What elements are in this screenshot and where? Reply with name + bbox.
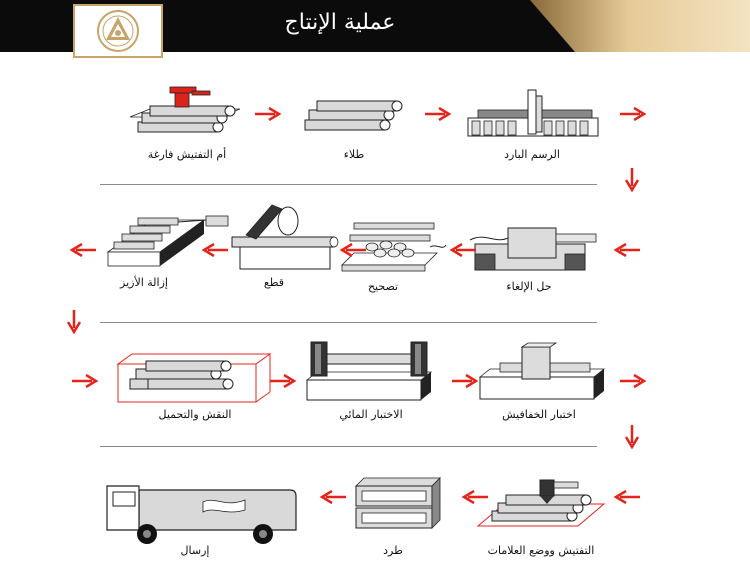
flow-arrow-right: [620, 107, 647, 121]
flow-arrow-left: [613, 243, 640, 257]
flow-arrow-right: [620, 374, 647, 388]
package-icon: [355, 477, 441, 529]
step-label-deburring: إزالة الأزيز: [120, 276, 168, 289]
hydro-test-icon: [305, 341, 433, 401]
cold-drawing-icon: [467, 89, 599, 137]
flow-arrow-down: [67, 310, 81, 335]
step-label-engraving-loading: النقش والتحميل: [158, 408, 232, 421]
deburring-icon: [106, 215, 229, 267]
row-divider: [100, 446, 597, 447]
company-logo: [73, 4, 163, 58]
row-divider: [100, 322, 597, 323]
step-label-annealing: حل الإلغاء: [506, 280, 552, 293]
step-label-package: طرد: [383, 544, 403, 557]
page-title: عملية الإنتاج: [284, 10, 396, 35]
step-label-eddy-current-test: اختبار الخفافيش: [502, 408, 576, 421]
flow-arrow-left: [449, 243, 476, 257]
header-gold-accent: [530, 0, 750, 52]
flow-arrow-left: [69, 243, 96, 257]
straightening-icon: [341, 222, 447, 272]
blank-inspection-icon: [129, 86, 241, 133]
cutting-icon: [231, 204, 339, 270]
annealing-icon: [469, 227, 597, 271]
flow-arrow-left: [339, 243, 366, 257]
step-label-inspection-marking: التفتيش ووضع العلامات: [487, 544, 595, 557]
step-label-cutting: قطع: [263, 276, 285, 289]
shipping-truck-icon: [106, 485, 297, 544]
coating-icon: [304, 100, 403, 131]
inspection-marking-icon: [476, 479, 606, 527]
step-label-hydro-test: الاختبار المائي: [339, 408, 403, 421]
step-label-straightening: تصحيح: [367, 280, 399, 293]
step-label-coating: طلاء: [343, 148, 365, 161]
flow-arrow-right: [270, 374, 297, 388]
flow-arrow-right: [452, 374, 479, 388]
engraving-loading-icon: [116, 353, 272, 403]
flow-arrow-left: [201, 243, 228, 257]
flow-arrow-left: [461, 490, 488, 504]
step-label-shipping: إرسال: [180, 544, 210, 557]
step-label-blank-inspection: أم التفتيش فارغة: [147, 148, 227, 161]
flow-arrow-left: [319, 490, 346, 504]
row-divider: [100, 184, 597, 185]
flow-arrow-right: [72, 374, 99, 388]
flow-arrow-left: [613, 490, 640, 504]
flow-arrow-down: [625, 168, 639, 193]
eddy-current-test-icon: [478, 342, 606, 400]
flow-arrow-right: [425, 107, 452, 121]
flow-arrow-right: [255, 107, 282, 121]
step-label-cold-drawing: الرسم البارد: [504, 148, 560, 161]
flow-arrow-down: [625, 425, 639, 450]
